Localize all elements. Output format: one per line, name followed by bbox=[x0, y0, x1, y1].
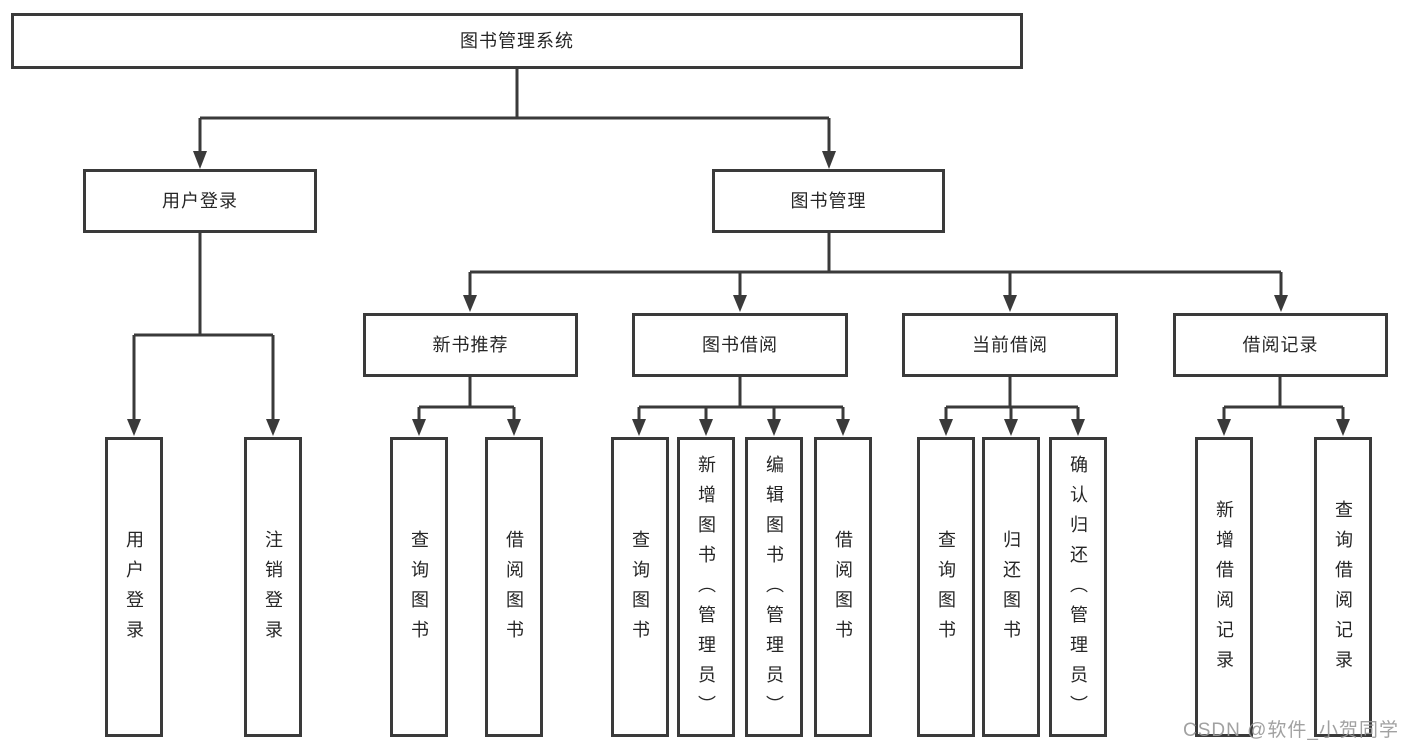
leaf-confirm-return-admin: 确认归还（管理员） bbox=[1049, 437, 1107, 737]
leaf-user-login: 用户登录 bbox=[105, 437, 163, 737]
leaf-edit-books-admin: 编辑图书（管理员） bbox=[745, 437, 803, 737]
node-borrowing-records: 借阅记录 bbox=[1173, 313, 1388, 377]
leaf-logout: 注销登录 bbox=[244, 437, 302, 737]
node-current-borrowing: 当前借阅 bbox=[902, 313, 1118, 377]
node-new-book-recommendation: 新书推荐 bbox=[363, 313, 578, 377]
leaf-query-books-current: 查询图书 bbox=[917, 437, 975, 737]
leaf-add-books-admin: 新增图书（管理员） bbox=[677, 437, 735, 737]
node-library-management-system: 图书管理系统 bbox=[11, 13, 1023, 69]
csdn-watermark: CSDN @软件_小贺同学 bbox=[1183, 720, 1399, 741]
leaf-query-books-recommend: 查询图书 bbox=[390, 437, 448, 737]
leaf-borrow-books: 借阅图书 bbox=[814, 437, 872, 737]
node-book-borrowing: 图书借阅 bbox=[632, 313, 848, 377]
leaf-add-borrow-record: 新增借阅记录 bbox=[1195, 437, 1253, 737]
node-book-management: 图书管理 bbox=[712, 169, 945, 233]
leaf-query-books-borrow: 查询图书 bbox=[611, 437, 669, 737]
leaf-query-borrow-record: 查询借阅记录 bbox=[1314, 437, 1372, 737]
node-user-login: 用户登录 bbox=[83, 169, 317, 233]
leaf-borrow-books-recommend: 借阅图书 bbox=[485, 437, 543, 737]
leaf-return-books: 归还图书 bbox=[982, 437, 1040, 737]
